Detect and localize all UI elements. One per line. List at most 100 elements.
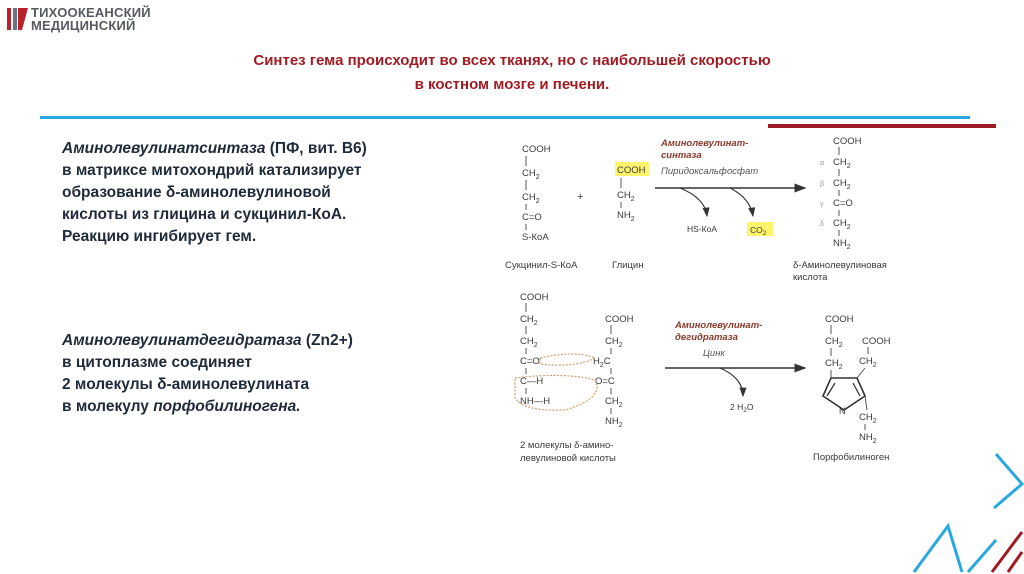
ala-structure: COOH α CH2 β CH2 γ C=O δ CH2 NH2 [820, 136, 862, 251]
dehydratase-cofactor: (Zn2+) [301, 332, 353, 349]
succinyl-coa-structure: COOH CH2 CH2 C=O S-КоА [522, 144, 551, 243]
dehydratase-description: Аминолевулинатдегидратаза (Zn2+) в цитоп… [62, 330, 353, 418]
left-ch2-a: CH [520, 314, 534, 325]
gamma-label: γ [820, 201, 824, 208]
pbg-ch2-d: CH [859, 412, 873, 423]
succinyl-ch2-a: CH [522, 168, 536, 179]
substrate2-label-1: 2 молекулы δ-амино- [520, 440, 613, 451]
water-label: 2 H [730, 402, 743, 412]
synthase-line3: образование δ-аминолевулиновой [62, 184, 331, 201]
succinyl-ch2-b: CH [522, 192, 536, 203]
reaction-diagram: COOH CH2 CH2 C=O S-КоА + COOH CH2 NH2 Су… [505, 136, 891, 464]
reaction1: COOH CH2 CH2 C=O S-КоА + COOH CH2 NH2 Су… [505, 136, 887, 283]
synthase-enzyme-name: Аминолевулинатсинтаза [62, 140, 266, 157]
pbg-nh2: NH [859, 432, 873, 443]
blue-divider [40, 116, 970, 119]
condensation-outline-2 [514, 374, 598, 411]
svg-text:NH2: NH2 [833, 238, 851, 251]
svg-text:NH2: NH2 [859, 432, 877, 445]
synthase-line4: кислоты из глицина и сукцинил-КоА. [62, 206, 347, 223]
glycine-cooh: COOH [617, 165, 646, 176]
succinyl-co: C=O [522, 212, 542, 223]
corner-decoration [912, 453, 1024, 573]
svg-text:CH2: CH2 [605, 336, 623, 349]
beta-label: β [820, 181, 824, 188]
plus-sign: + [577, 191, 583, 203]
dehydratase-enzyme-label-2: дегидратаза [675, 332, 738, 343]
svg-text:NH2: NH2 [617, 210, 635, 223]
svg-text:NH2: NH2 [605, 416, 623, 429]
svg-text:CH2: CH2 [833, 157, 851, 170]
dehydratase-line4-italic: порфобилиногена. [153, 398, 301, 415]
hs-coa-label: HS-КоА [687, 224, 717, 234]
slide-title: Синтез гема происходит во всех тканях, н… [0, 49, 1024, 97]
svg-text:CH2: CH2 [522, 192, 540, 205]
svg-text:CH2: CH2 [520, 314, 538, 327]
ala-ch2-a: CH [833, 157, 847, 168]
zinc-label: Цинк [703, 348, 725, 359]
reaction2: COOH CH2 CH2 C=O C—H NH—H COOH CH2 H2C O… [514, 292, 891, 464]
logo-line1: ТИХООКЕАНСКИЙ [31, 5, 151, 20]
pbg-ch2-c: CH [859, 356, 873, 367]
title-line2: в костном мозге и печени. [414, 76, 610, 93]
succinyl-label: Сукцинил-S-КоА [505, 260, 578, 271]
co2-highlight [747, 222, 773, 236]
glycine-ch2: CH [617, 190, 631, 201]
synthase-cofactor-label: Пиридоксальфосфат [661, 166, 758, 177]
red-divider [768, 124, 996, 128]
right-co: O=C [595, 376, 615, 387]
ala-ch2-c: CH [833, 218, 847, 229]
svg-text:CO2: CO2 [750, 225, 767, 237]
ala-cooh: COOH [833, 136, 862, 147]
logo-mark-icon [7, 8, 28, 30]
svg-text:CH2: CH2 [859, 412, 877, 425]
left-ch: C—H [520, 376, 543, 387]
glycine-structure: COOH CH2 NH2 [615, 162, 649, 223]
logo-line2: МЕДИЦИНСКИЙ [31, 18, 136, 33]
glycine-label: Глицин [612, 260, 643, 271]
right-h2c: H [593, 356, 600, 367]
porphobilinogen-structure: COOH CH2 COOH CH2 CH2 N CH2 NH2 [821, 314, 891, 445]
svg-text:CH2: CH2 [520, 336, 538, 349]
dehydratase-line2: в цитоплазме соединяет [62, 354, 252, 371]
dehydratase-line4-prefix: в молекулу [62, 398, 154, 415]
ala-nh2: NH [833, 238, 847, 249]
succinyl-cooh: COOH [522, 144, 551, 155]
pbg-label: Порфобилиноген [813, 452, 889, 463]
synthase-description: Аминолевулинатсинтаза (ПФ, вит. В6) в ма… [62, 138, 367, 248]
synthase-enzyme-label-1: Аминолевулинат- [660, 138, 748, 149]
title-line1: Синтез гема происходит во всех тканях, н… [253, 52, 771, 69]
svg-text:CH2: CH2 [825, 358, 843, 371]
pyrrole-ring [821, 377, 867, 411]
svg-text:CH2: CH2 [833, 218, 851, 231]
co2-label: CO [750, 225, 763, 235]
svg-text:CH2: CH2 [617, 190, 635, 203]
logo: ТИХООКЕАНСКИЙ МЕДИЦИНСКИЙ [6, 6, 151, 32]
left-nh: NH—H [520, 396, 550, 407]
succinyl-skoa: S-КоА [522, 232, 549, 243]
substrate2-label-2: левулиновой кислоты [520, 453, 616, 464]
synthase-enzyme-label-2: синтаза [661, 150, 702, 161]
dehydratase-enzyme-name: Аминолевулинатдегидратаза [62, 332, 302, 349]
svg-text:CH2: CH2 [833, 178, 851, 191]
svg-text:CH2: CH2 [605, 396, 623, 409]
right-ch2-b: CH [605, 396, 619, 407]
pbg-ch2-a: CH [825, 336, 839, 347]
svg-text:H2C: H2C [593, 356, 611, 369]
dehydratase-line3: 2 молекулы δ-аминолевулината [62, 376, 310, 393]
ala-label-2: кислота [793, 272, 828, 283]
svg-text:CH2: CH2 [859, 356, 877, 369]
ala-ch2-b: CH [833, 178, 847, 189]
glycine-nh2: NH [617, 210, 631, 221]
synthase-line2: в матриксе митохондрий катализирует [62, 162, 362, 179]
pbg-ch2-b: CH [825, 358, 839, 369]
synthase-cofactor: (ПФ, вит. В6) [265, 140, 367, 157]
right-cooh: COOH [605, 314, 634, 325]
alpha-label: α [820, 160, 824, 167]
left-co: C=O [520, 356, 540, 367]
right-nh2: NH [605, 416, 619, 427]
dehydratase-enzyme-label-1: Аминолевулинат- [674, 320, 762, 331]
delta-label: δ [820, 221, 824, 228]
pbg-n: N [839, 406, 846, 416]
left-cooh: COOH [520, 292, 549, 303]
